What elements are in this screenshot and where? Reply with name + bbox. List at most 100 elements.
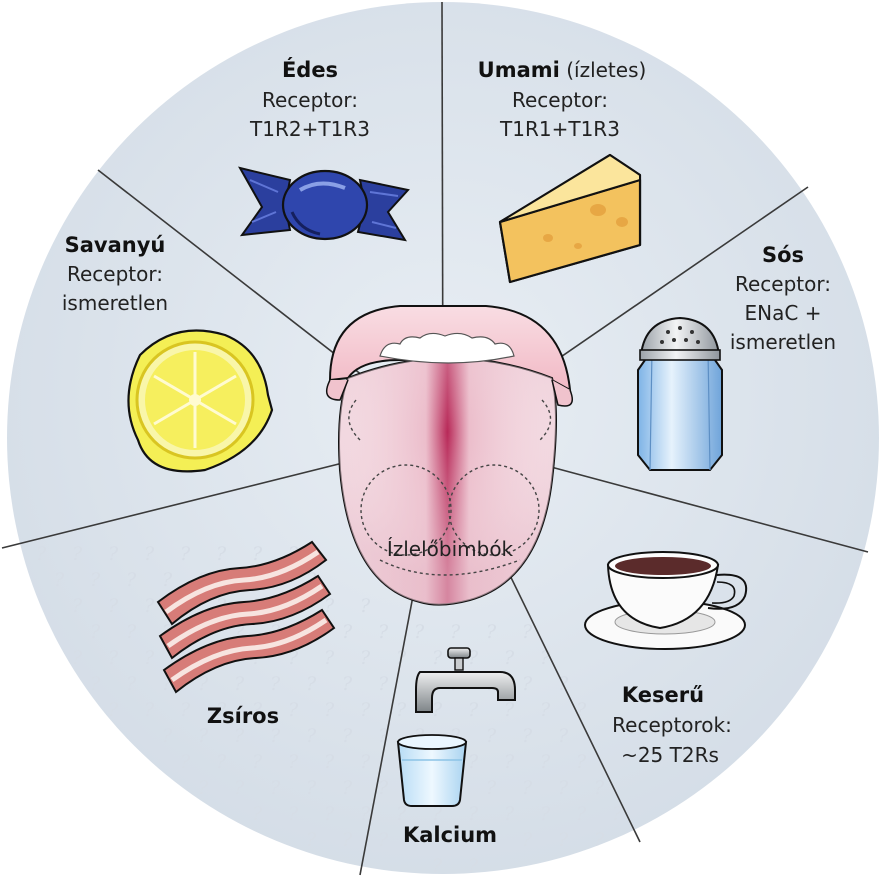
taste-buds-label: Ízlelőbimbók (387, 537, 514, 561)
question-mark-icon: ? (162, 725, 173, 747)
question-mark-icon: ? (54, 569, 65, 591)
question-mark-icon: ? (270, 725, 281, 747)
sour-receptor-value: ismeretlen (62, 291, 168, 315)
question-mark-icon: ? (450, 621, 461, 643)
sweet-receptor-label: Receptor: (262, 88, 358, 112)
question-mark-icon: ? (234, 777, 245, 799)
question-mark-icon: ? (324, 751, 335, 773)
question-mark-icon: ? (324, 647, 335, 669)
question-mark-icon: ? (558, 725, 569, 747)
bitter-title: Keserű (622, 683, 704, 707)
question-mark-icon: ? (342, 673, 353, 695)
question-mark-icon: ? (144, 647, 155, 669)
question-mark-icon: ? (576, 751, 587, 773)
umami-title-main: Umami (478, 58, 560, 82)
question-mark-icon: ? (72, 595, 83, 617)
question-mark-icon: ? (522, 777, 533, 799)
question-mark-icon: ? (162, 569, 173, 591)
fat-title: Zsíros (207, 704, 279, 728)
question-mark-icon: ? (486, 725, 497, 747)
question-mark-icon: ? (378, 829, 389, 851)
question-mark-icon: ? (540, 647, 551, 669)
question-mark-icon: ? (504, 803, 515, 825)
question-mark-icon: ? (108, 543, 119, 565)
question-mark-icon: ? (288, 751, 299, 773)
question-mark-icon: ? (72, 543, 83, 565)
question-mark-icon: ? (270, 777, 281, 799)
umami-title-extra: (ízletes) (560, 58, 646, 82)
question-mark-icon: ? (342, 829, 353, 851)
bitter-receptor-value: ~25 T2Rs (621, 743, 719, 767)
question-mark-icon: ? (342, 777, 353, 799)
question-mark-icon: ? (180, 543, 191, 565)
question-mark-icon: ? (432, 647, 443, 669)
sweet-title: Édes (282, 57, 338, 82)
question-mark-icon: ? (522, 725, 533, 747)
question-mark-icon: ? (288, 803, 299, 825)
label-sour: Savanyú Receptor: ismeretlen (62, 233, 168, 315)
salty-receptor-value-2: ismeretlen (730, 330, 836, 354)
umami-receptor-value: T1R1+T1R3 (499, 117, 620, 141)
question-mark-icon: ? (198, 725, 209, 747)
question-mark-icon: ? (306, 673, 317, 695)
question-mark-icon: ? (522, 673, 533, 695)
question-mark-icon: ? (378, 621, 389, 643)
question-mark-icon: ? (468, 803, 479, 825)
question-mark-icon: ? (378, 673, 389, 695)
question-mark-icon: ? (144, 595, 155, 617)
question-mark-icon: ? (216, 543, 227, 565)
question-mark-icon: ? (324, 803, 335, 825)
question-mark-icon: ? (396, 803, 407, 825)
question-mark-icon: ? (432, 699, 443, 721)
sweet-receptor-value: T1R2+T1R3 (249, 117, 370, 141)
question-mark-icon: ? (414, 621, 425, 643)
question-mark-icon: ? (90, 569, 101, 591)
question-mark-icon: ? (126, 621, 137, 643)
question-mark-icon: ? (126, 673, 137, 695)
label-fat: Zsíros (207, 704, 279, 728)
question-mark-icon: ? (594, 777, 605, 799)
question-mark-icon: ? (90, 673, 101, 695)
question-mark-icon: ? (324, 699, 335, 721)
question-mark-icon: ? (360, 751, 371, 773)
question-mark-icon: ? (234, 725, 245, 747)
sour-title: Savanyú (65, 233, 166, 257)
question-mark-icon: ? (540, 803, 551, 825)
water-glass-icon (398, 735, 466, 806)
question-mark-icon: ? (108, 647, 119, 669)
question-mark-icon: ? (504, 751, 515, 773)
question-mark-icon: ? (342, 621, 353, 643)
question-mark-icon: ? (558, 777, 569, 799)
question-mark-icon: ? (486, 777, 497, 799)
question-mark-icon: ? (360, 595, 371, 617)
question-mark-icon: ? (306, 829, 317, 851)
question-mark-icon: ? (432, 855, 443, 877)
question-mark-icon: ? (360, 699, 371, 721)
question-mark-icon: ? (270, 673, 281, 695)
question-mark-icon: ? (378, 777, 389, 799)
question-mark-icon: ? (180, 751, 191, 773)
question-mark-icon: ? (468, 699, 479, 721)
question-mark-icon: ? (144, 699, 155, 721)
question-mark-icon: ? (234, 673, 245, 695)
question-mark-icon: ? (144, 543, 155, 565)
label-calcium: Kalcium (403, 823, 497, 847)
question-mark-icon: ? (72, 647, 83, 669)
question-mark-icon: ? (252, 751, 263, 773)
sour-receptor-label: Receptor: (67, 262, 163, 286)
question-mark-icon: ? (594, 829, 605, 851)
question-mark-icon: ? (306, 777, 317, 799)
salty-receptor-label: Receptor: (735, 272, 831, 296)
question-mark-icon: ? (180, 699, 191, 721)
question-mark-icon: ? (252, 803, 263, 825)
question-mark-icon: ? (90, 621, 101, 643)
question-mark-icon: ? (252, 543, 263, 565)
question-mark-icon: ? (360, 647, 371, 669)
question-mark-icon: ? (612, 803, 623, 825)
question-mark-icon: ? (108, 699, 119, 721)
question-mark-icon: ? (486, 621, 497, 643)
question-mark-icon: ? (342, 725, 353, 747)
question-mark-icon: ? (108, 595, 119, 617)
question-mark-icon: ? (126, 569, 137, 591)
